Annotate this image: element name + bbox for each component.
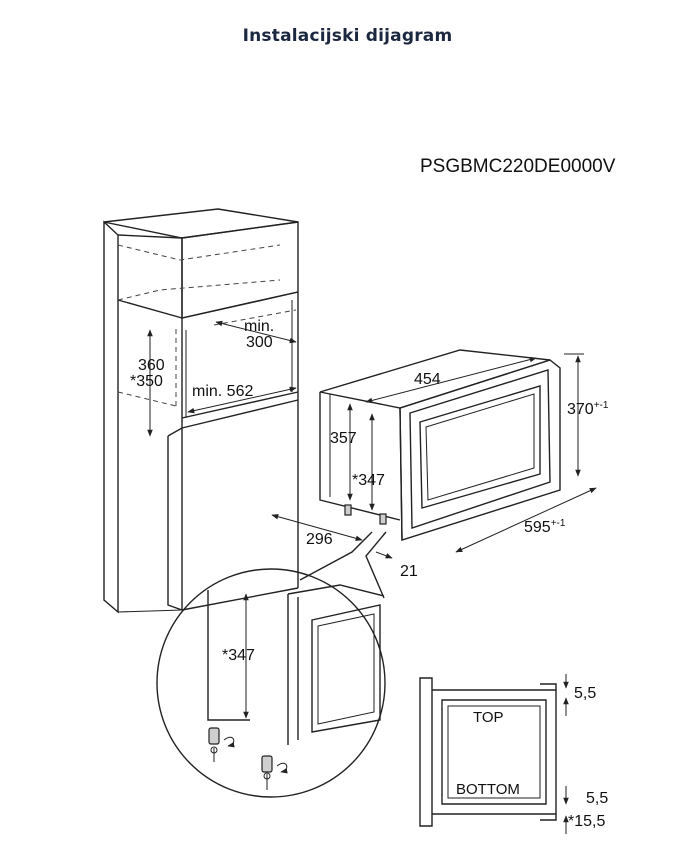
frame-bottom-gap-label: 5,5 bbox=[586, 790, 608, 807]
min-depth-value: 300 bbox=[246, 334, 273, 351]
front-width-tol: +-1 bbox=[551, 518, 566, 529]
front-offset-label: 21 bbox=[400, 563, 418, 580]
svg-text:370+-1: 370+-1 bbox=[567, 400, 609, 418]
min-width-label: min. 562 bbox=[192, 383, 253, 400]
width-label: 454 bbox=[414, 371, 441, 388]
detail-magnifier bbox=[156, 568, 386, 798]
svg-text:595+-1: 595+-1 bbox=[524, 518, 566, 536]
kitchen-cabinet bbox=[103, 208, 299, 614]
model-code: PSGBMC220DE0000V bbox=[420, 156, 616, 177]
page-title: Instalacijski dijagram bbox=[242, 26, 453, 46]
height-alt-label: *347 bbox=[352, 472, 385, 489]
niche-height-label: 360 bbox=[138, 357, 165, 374]
detail-height-label: *347 bbox=[222, 647, 255, 664]
frame-top-gap-label: 5,5 bbox=[574, 685, 596, 702]
min-depth-label: min. bbox=[244, 318, 274, 335]
height-inner-label: 357 bbox=[330, 430, 357, 447]
height-outer-label: 370 bbox=[567, 401, 594, 418]
mounting-frame bbox=[419, 677, 557, 827]
niche-height-alt-label: *350 bbox=[130, 373, 163, 390]
frame-top-label: TOP bbox=[473, 709, 504, 726]
frame-bottom-label: BOTTOM bbox=[456, 781, 520, 798]
depth-label: 296 bbox=[306, 531, 333, 548]
front-width-label: 595 bbox=[524, 519, 551, 536]
frame-bottom-gap-alt-label: *15,5 bbox=[568, 813, 605, 830]
height-outer-tol: +-1 bbox=[594, 400, 609, 411]
